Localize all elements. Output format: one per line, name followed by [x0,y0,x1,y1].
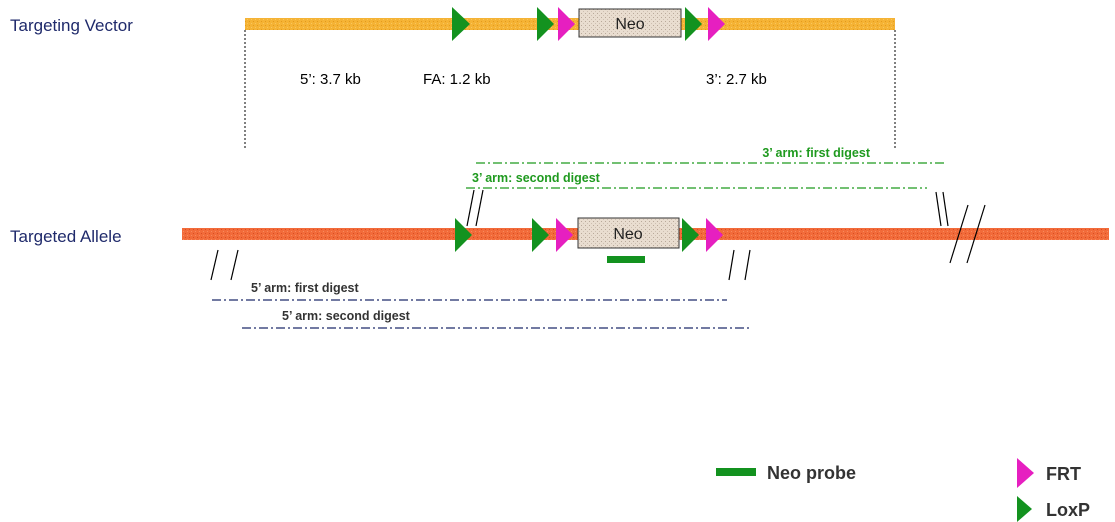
loxp-icon [532,218,549,252]
loxp-icon [682,218,699,252]
fa-arm-length: FA: 1.2 kb [423,71,491,88]
frt-legend-icon [1017,458,1034,488]
allele-break-marks [210,189,986,281]
loxp-icon [685,7,702,41]
five-arm-length: 5’: 3.7 kb [300,71,361,88]
loxp-legend-icon [1017,496,1032,522]
loxp-icon [452,7,470,41]
loxp-legend-label: LoxP [1046,500,1090,520]
three-arm-second-digest-label: 3’ arm: second digest [472,171,601,185]
targeted-allele-label: Targeted Allele [10,227,122,246]
five-arm-second-digest-label: 5’ arm: second digest [282,309,411,323]
frt-icon [706,218,723,252]
neo-cassette-allele [577,217,680,249]
neo-vector-label: Neo [615,16,644,33]
neo-probe-legend-label: Neo probe [767,463,856,483]
neo-probe-legend-icon [716,468,756,476]
three-arm-length: 3’: 2.7 kb [706,71,767,88]
loxp-icon [455,218,472,252]
neo-probe-bar [607,256,645,263]
frt-icon [558,7,575,41]
frt-icon [556,218,573,252]
loxp-icon [537,7,554,41]
three-arm-first-digest-label: 3’ arm: first digest [762,146,871,160]
five-arm-first-digest-label: 5’ arm: first digest [251,281,360,295]
neo-cassette-vector [578,8,682,38]
targeting-vector-label: Targeting Vector [10,16,133,35]
neo-allele-label: Neo [613,226,642,243]
frt-icon [708,7,725,41]
frt-legend-label: FRT [1046,464,1081,484]
